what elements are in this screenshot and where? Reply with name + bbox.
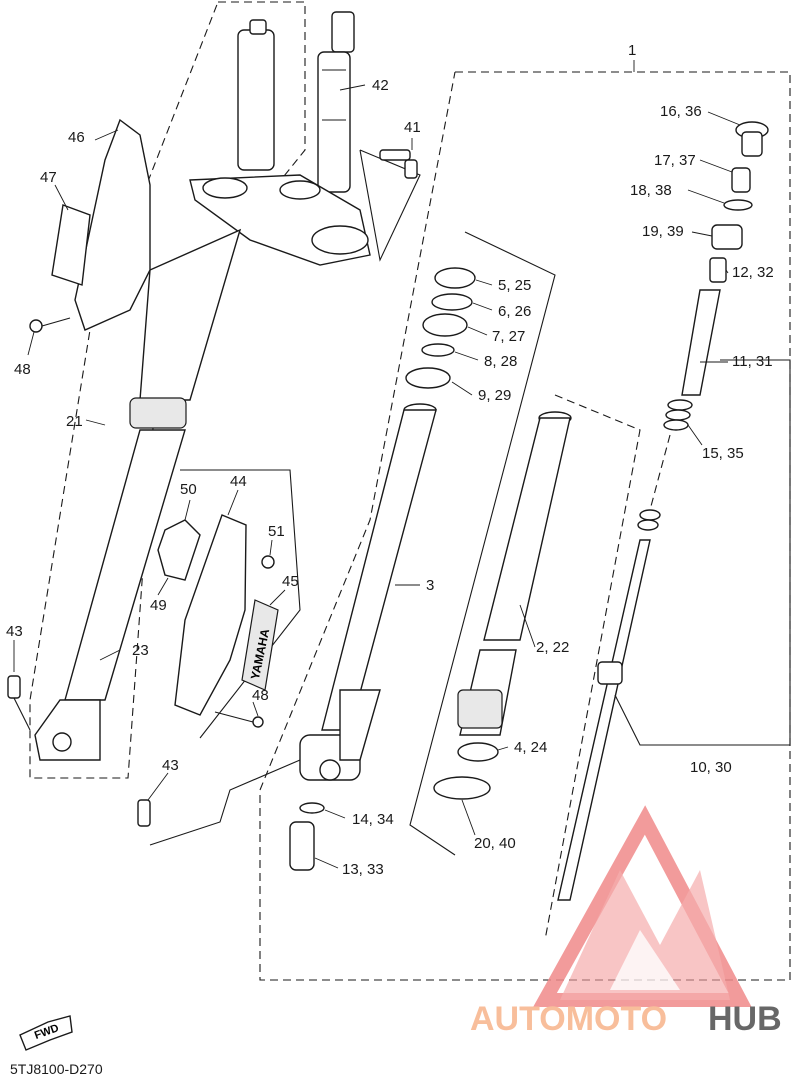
- callout-23: 23: [132, 642, 149, 659]
- callout-18-38: 18, 38: [630, 182, 672, 199]
- pinch-bolt-41: [379, 149, 418, 179]
- fwd-arrow-icon: [19, 1015, 73, 1051]
- piston-10: [597, 661, 623, 685]
- callout-2-22: 2, 22: [536, 639, 569, 656]
- bolt-48-lower: [214, 711, 264, 728]
- left-fork-assembly: [34, 19, 275, 761]
- callout-17-37: 17, 37: [654, 152, 696, 169]
- bolt-43-lower: [137, 759, 301, 846]
- callout-21: 21: [66, 413, 83, 430]
- callout-49: 49: [150, 597, 167, 614]
- callout-50: 50: [180, 481, 197, 498]
- callout-13-33: 13, 33: [342, 861, 384, 878]
- callout-9-29: 9, 29: [478, 387, 511, 404]
- callout-20-40: 20, 40: [474, 835, 516, 852]
- callout-42: 42: [372, 77, 389, 94]
- nut-51: [261, 555, 275, 569]
- steering-stem: [317, 11, 355, 193]
- upper-triple-clamp: [189, 174, 371, 266]
- collar-17: [731, 167, 751, 193]
- bracket-10-30: [614, 359, 791, 746]
- rebound-spring: [637, 509, 661, 531]
- callout-5-25: 5, 25: [498, 277, 531, 294]
- group-outline-left: [29, 1, 306, 779]
- watermark-brand-part1: AUTOMOTO: [470, 1000, 667, 1038]
- damper-tube-11: [681, 289, 721, 396]
- callout-1: 1: [628, 42, 636, 59]
- bolt-43-left: [7, 675, 31, 731]
- callout-19-39: 19, 39: [642, 223, 684, 240]
- callout-47: 47: [40, 169, 57, 186]
- callout-6-26: 6, 26: [498, 303, 531, 320]
- group-outline-main: [259, 71, 791, 981]
- guard-decal-strip: [51, 204, 91, 286]
- bolt-48-upper: [29, 317, 71, 333]
- fork-guard-upper: [74, 118, 151, 331]
- callout-15-35: 15, 35: [702, 445, 744, 462]
- callout-14-34: 14, 34: [352, 811, 394, 828]
- inner-tube-3: [299, 403, 437, 781]
- group-outline-bolt: [359, 149, 421, 262]
- leader-lines: [13, 84, 741, 869]
- callout-43-left: 43: [6, 623, 23, 640]
- group-outline-seals: [409, 231, 556, 856]
- callout-51: 51: [268, 523, 285, 540]
- washer-14: [299, 802, 325, 814]
- spacer-12: [709, 257, 727, 283]
- callout-7-27: 7, 27: [492, 328, 525, 345]
- callout-11-31: 11, 31: [732, 353, 773, 370]
- fork-guard-lower: [174, 514, 247, 716]
- adjuster-13: [289, 821, 315, 871]
- group-outline-slider: [544, 394, 641, 941]
- outer-tube-2: [457, 411, 572, 736]
- callout-44: 44: [230, 473, 247, 490]
- bushing-4: [457, 742, 499, 762]
- seal-stack: [405, 267, 476, 389]
- callout-8-28: 8, 28: [484, 353, 517, 370]
- automotohub-logo: AUTOMOTO HUB: [470, 805, 782, 1038]
- callout-45: 45: [282, 573, 299, 590]
- callout-48-upper: 48: [14, 361, 31, 378]
- callout-4-24: 4, 24: [514, 739, 547, 756]
- damper-rod-10: [557, 539, 651, 901]
- diagram-code: 5TJ8100-D270: [10, 1061, 103, 1077]
- callout-43-lower: 43: [162, 757, 179, 774]
- spring-15: [663, 399, 693, 431]
- callout-46: 46: [68, 129, 85, 146]
- cap-bolt-16: [735, 121, 769, 157]
- watermark-brand-part2: HUB: [708, 1000, 782, 1038]
- callout-10-30: 10, 30: [690, 759, 732, 776]
- spring-dash-line: [649, 434, 671, 511]
- callout-48-lower: 48: [252, 687, 269, 704]
- seal-ring-20: [433, 776, 491, 800]
- callout-12-32: 12, 32: [732, 264, 774, 281]
- washer-18: [723, 199, 753, 211]
- seat-19: [711, 224, 743, 250]
- guard-bracket-49: [157, 519, 201, 581]
- callout-3: 3: [426, 577, 434, 594]
- callout-16-36: 16, 36: [660, 103, 702, 120]
- callout-41: 41: [404, 119, 421, 136]
- guard-decal-yamaha: [241, 599, 279, 691]
